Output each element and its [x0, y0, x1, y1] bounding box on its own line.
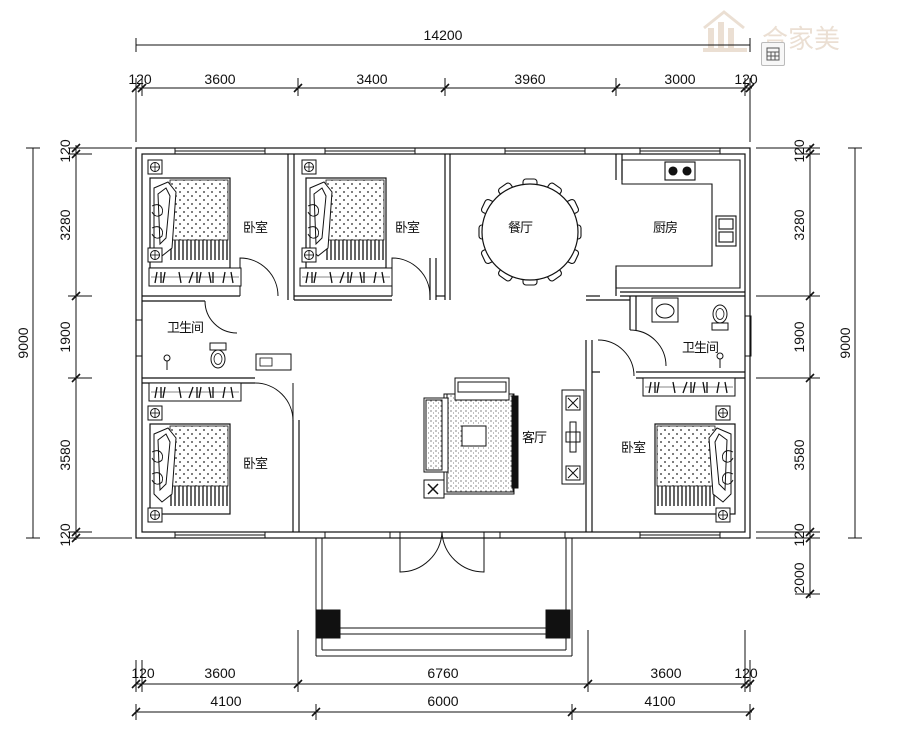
bathroom-left-fixtures	[163, 342, 292, 371]
room-labels: 卧室 卧室 餐厅 厨房 卫生间 卫生间 客厅 卧室 卧室	[167, 220, 719, 472]
dim-bottom2-1: 4100	[210, 693, 241, 709]
dim-bottom-3: 6760	[427, 665, 458, 681]
dim-right-4: 3580	[791, 439, 807, 470]
dim-top-4: 3960	[514, 71, 545, 87]
bed-top-left	[147, 159, 242, 287]
dim-right-3: 1900	[791, 321, 807, 352]
dim-top-5: 3000	[664, 71, 695, 87]
label-bedroom-top-middle: 卧室	[395, 220, 420, 236]
bed-top-middle	[299, 159, 393, 287]
dim-top-6: 120	[734, 71, 758, 87]
dim-top-total: 14200	[424, 27, 463, 43]
label-bathroom-right: 卫生间	[682, 341, 718, 356]
dim-top-3: 3400	[356, 71, 387, 87]
label-living-room: 客厅	[522, 430, 547, 446]
walls	[135, 147, 752, 539]
dimension-labels: 14200 120 3600 3400 3960 3000 120 120 36…	[15, 27, 853, 709]
dining-table	[478, 178, 582, 286]
doors	[204, 257, 667, 573]
label-kitchen: 厨房	[653, 220, 677, 236]
fullscreen-button[interactable]	[761, 42, 785, 66]
tv-cabinet	[561, 389, 585, 485]
bed-bottom-right	[642, 377, 736, 523]
dim-right-total: 9000	[837, 327, 853, 358]
dim-top-2: 3600	[204, 71, 235, 87]
label-bedroom-top-left: 卧室	[243, 220, 268, 236]
kitchen-counter	[615, 159, 741, 289]
porch	[315, 538, 573, 657]
label-dining: 餐厅	[508, 220, 533, 236]
dim-left-2: 3280	[57, 209, 73, 240]
dim-bottom-1: 120	[131, 665, 155, 681]
dim-bottom-5: 120	[734, 665, 758, 681]
sofa-set	[423, 377, 519, 499]
dimension-lines	[26, 38, 862, 720]
label-bedroom-bottom-left: 卧室	[243, 456, 268, 472]
dim-right-6: 2000	[791, 562, 807, 593]
dim-left-4: 3580	[57, 439, 73, 470]
dim-left-3: 1900	[57, 321, 73, 352]
label-bathroom-left: 卫生间	[167, 321, 203, 336]
dim-left-total: 9000	[15, 327, 31, 358]
grid-icon	[766, 47, 780, 61]
dim-right-2: 3280	[791, 209, 807, 240]
dim-right-5: 120	[791, 523, 807, 547]
dim-left-5: 120	[57, 523, 73, 547]
dim-bottom-4: 3600	[650, 665, 681, 681]
bathroom-right-fixtures	[651, 297, 729, 368]
label-bedroom-bottom-right: 卧室	[621, 440, 646, 456]
dim-bottom2-3: 4100	[644, 693, 675, 709]
dim-top-1: 120	[128, 71, 152, 87]
dim-bottom2-2: 6000	[427, 693, 458, 709]
dim-left-1: 120	[57, 139, 73, 163]
bed-bottom-left	[147, 382, 242, 523]
dim-right-1: 120	[791, 139, 807, 163]
dim-bottom-2: 3600	[204, 665, 235, 681]
